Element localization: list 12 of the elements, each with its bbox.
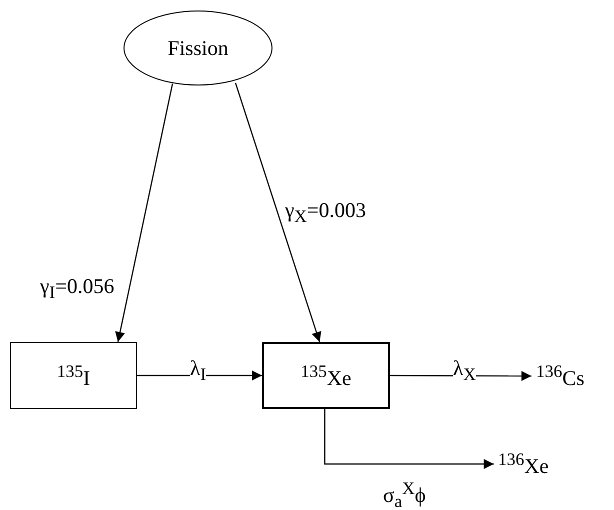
node-label: $^{135}$Xe xyxy=(300,360,352,390)
process-box xyxy=(10,342,137,409)
process-box xyxy=(262,342,390,409)
node-label: Fission xyxy=(168,36,228,60)
node-label: $^{135}$I xyxy=(56,360,90,390)
arrow xyxy=(324,409,494,469)
arrow xyxy=(234,82,322,342)
node-label: $^{136}$Xe xyxy=(498,449,549,479)
arrow xyxy=(115,84,174,342)
edge-label: σ$_{a}$$^{X}$ϕ xyxy=(383,480,426,510)
node-label: $^{136}$Cs xyxy=(536,361,584,391)
ellipse-node xyxy=(123,10,273,86)
